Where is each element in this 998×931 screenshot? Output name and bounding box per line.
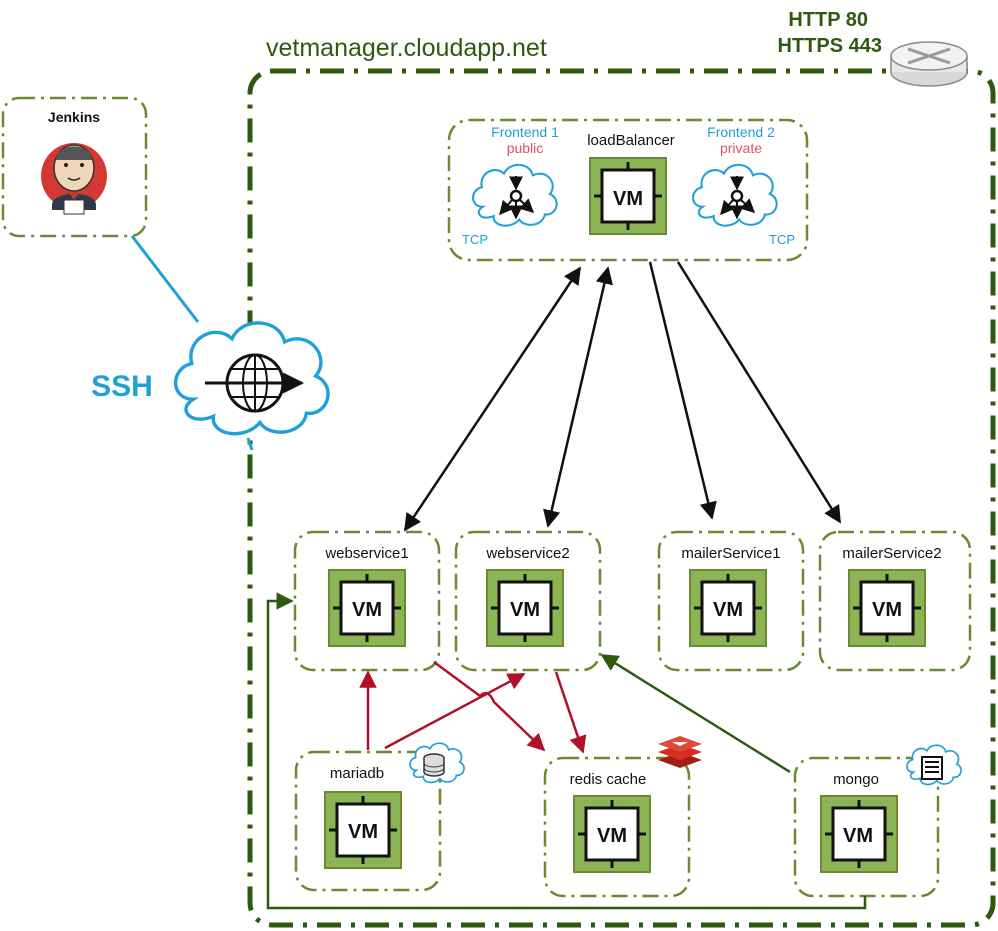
- lb-webservice1-arrow: [403, 266, 582, 532]
- lb-webservice2-arrow: [543, 266, 613, 528]
- webservice2-box: webservice2 VM: [454, 530, 602, 672]
- mongo-vm-label: VM: [843, 825, 873, 847]
- mariadb-webservice2-arrow: [384, 672, 526, 750]
- document-store-icon: [906, 744, 962, 786]
- redis-label: redis cache: [570, 771, 647, 788]
- mariadb-label: mariadb: [330, 765, 384, 782]
- webservice2-vm-label: VM: [510, 599, 540, 621]
- database-cylinder-icon: [409, 742, 465, 784]
- ssh-label: SSH: [91, 370, 153, 403]
- frontend1-visibility: public: [507, 140, 544, 156]
- frontend1-name: Frontend 1: [491, 124, 559, 140]
- webservice1-vm-label: VM: [352, 599, 382, 621]
- lb-mailer1-arrow: [648, 261, 717, 520]
- router-icon: [890, 41, 968, 87]
- frontend2-protocol: TCP: [769, 232, 795, 247]
- jenkins-butler-icon: [41, 143, 107, 215]
- https-port-label: HTTPS 443: [778, 35, 882, 57]
- load-balancer-vm-label: VM: [613, 188, 643, 210]
- ssh-connection-line: [130, 235, 200, 323]
- mailerService2-label: mailerService2: [842, 545, 941, 562]
- mongo-box: mongo VM: [793, 756, 940, 898]
- mailerService1-label: mailerService1: [681, 545, 780, 562]
- mailerService1-vm-label: VM: [713, 599, 743, 621]
- webservice1-label: webservice1: [324, 545, 408, 562]
- mailerService2-vm-label: VM: [872, 599, 902, 621]
- mongo-webservice2-arrow: [600, 653, 791, 774]
- http-port-label: HTTP 80: [788, 9, 868, 31]
- mongo-webservice1-arrow: [266, 592, 867, 910]
- ssh-connection-line-lower: [246, 437, 254, 451]
- redis-box: redis cache VM: [543, 756, 691, 898]
- globe-icon: [205, 353, 305, 413]
- mailerService2-box: mailerService2 VM: [818, 530, 972, 672]
- frontend2-balancer-symbol: [720, 176, 756, 220]
- jenkins-label: Jenkins: [48, 109, 100, 125]
- mariadb-box: mariadb VM: [294, 750, 442, 892]
- redis-vm-label: VM: [597, 825, 627, 847]
- frontend2-visibility: private: [720, 140, 762, 156]
- webservice2-redis-arrow: [554, 671, 587, 754]
- redis-logo-icon: [658, 736, 702, 768]
- domain-title: vetmanager.cloudapp.net: [266, 34, 547, 62]
- frontend1-protocol: TCP: [462, 232, 488, 247]
- mongo-label: mongo: [833, 771, 879, 788]
- mailerService1-box: mailerService1 VM: [657, 530, 805, 672]
- webservice2-label: webservice2: [485, 545, 569, 562]
- load-balancer-label: loadBalancer: [587, 132, 675, 149]
- cloud-service-boundary: [247, 68, 996, 928]
- webservice1-redis-arrow: [433, 660, 546, 752]
- mariadb-vm-label: VM: [348, 821, 378, 843]
- webservice1-box: webservice1 VM: [293, 530, 441, 672]
- lb-mailer2-arrow: [676, 261, 842, 524]
- frontend1-balancer-symbol: [499, 176, 535, 220]
- frontend2-name: Frontend 2: [707, 124, 775, 140]
